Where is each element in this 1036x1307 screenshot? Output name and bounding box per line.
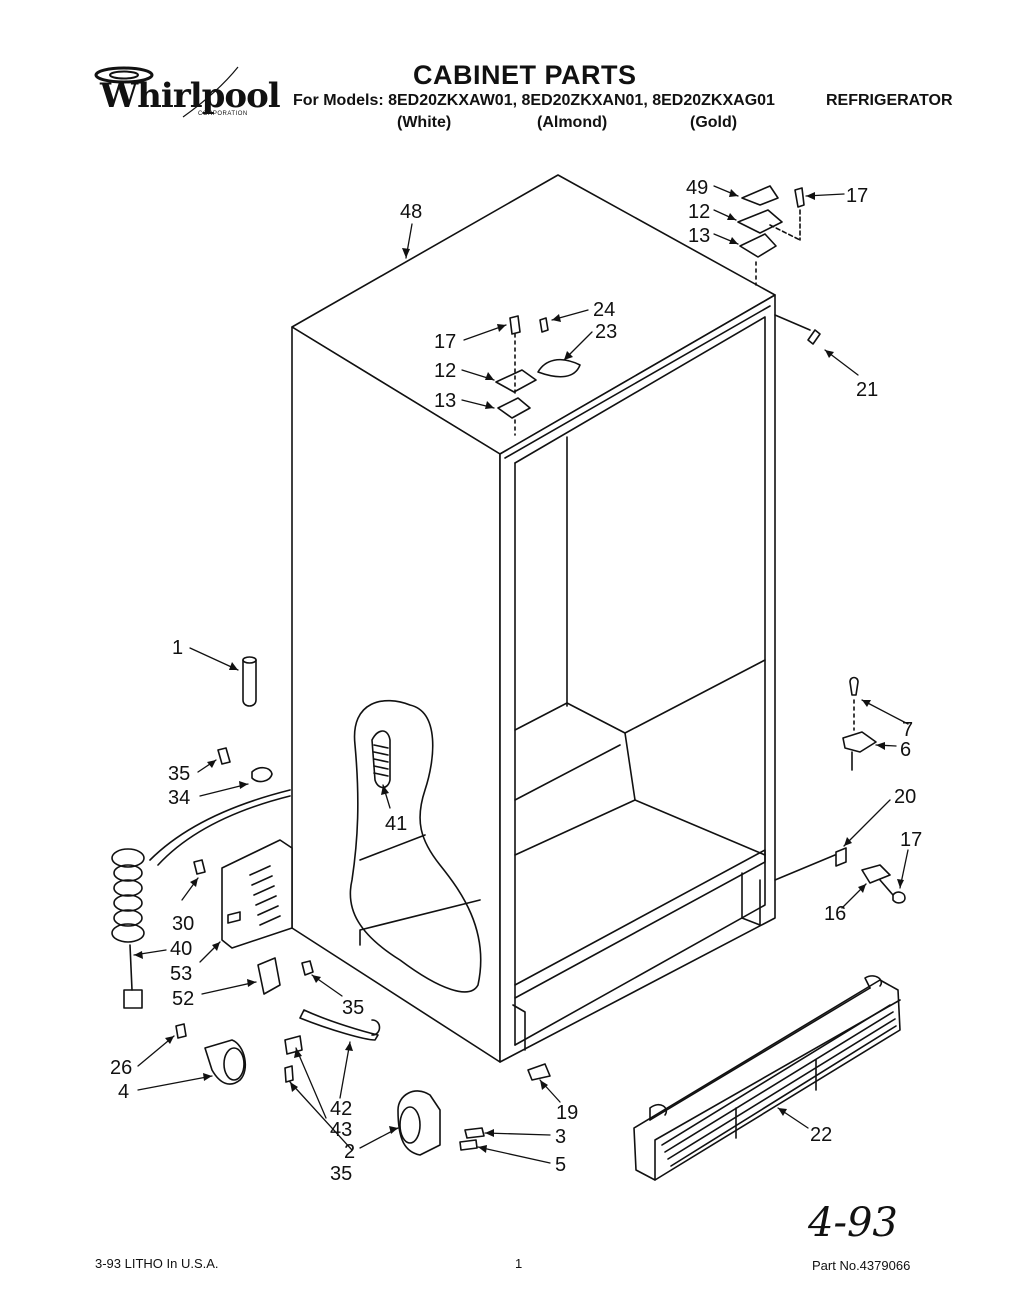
- color-almond: (Almond): [537, 114, 608, 131]
- callout-20: 20: [894, 786, 916, 808]
- foam-cutaway: [349, 699, 482, 993]
- top-right-hinge: [737, 185, 805, 286]
- part-21: [807, 329, 821, 345]
- litho-note: 3-93 LITHO In U.S.A.: [95, 1256, 219, 1271]
- center-hinge: [495, 315, 581, 436]
- callout-16: 16: [824, 903, 846, 925]
- arrowheads: [134, 189, 904, 1153]
- callout-41: 41: [385, 813, 407, 835]
- callout-12: 12: [434, 360, 456, 382]
- page-number: 1: [515, 1256, 523, 1271]
- callout-2: 2: [344, 1141, 355, 1163]
- callout-42: 42: [330, 1098, 352, 1120]
- drain-tube-42: [284, 1009, 381, 1083]
- callout-17: 17: [900, 829, 922, 851]
- color-gold: (Gold): [690, 114, 738, 131]
- callout-26: 26: [110, 1057, 132, 1079]
- callout-53: 53: [170, 963, 192, 985]
- power-cord-assembly: [111, 747, 291, 1009]
- logo-swirl-icon: [94, 66, 239, 118]
- callout-34: 34: [168, 787, 190, 809]
- callout-40: 40: [170, 938, 192, 960]
- callout-30: 30: [172, 913, 194, 935]
- callout-13: 13: [434, 390, 456, 412]
- callout-3: 3: [555, 1126, 566, 1148]
- callout-52: 52: [172, 988, 194, 1010]
- callout-35: 35: [330, 1163, 352, 1185]
- callout-49: 49: [686, 177, 708, 199]
- callout-17: 17: [434, 331, 456, 353]
- callout-23: 23: [595, 321, 617, 343]
- page-title: CABINET PARTS: [413, 60, 637, 90]
- callout-21: 21: [856, 379, 878, 401]
- callout-22: 22: [810, 1124, 832, 1146]
- callout-48: 48: [400, 201, 422, 223]
- color-white: (White): [397, 114, 452, 131]
- part-1-tube: [242, 656, 257, 707]
- callout-4: 4: [118, 1081, 129, 1103]
- callout-24: 24: [593, 299, 615, 321]
- callout-43: 43: [330, 1119, 352, 1141]
- callout-6: 6: [900, 739, 911, 761]
- callout-labels: 48 49 12 13 17 24 23 17 12 13 21 1 7 6 2…: [110, 177, 922, 1185]
- callout-35: 35: [168, 763, 190, 785]
- callout-7: 7: [902, 719, 913, 741]
- part-19: [527, 1063, 551, 1081]
- roller-assembly-4: [175, 1023, 247, 1085]
- roller-assembly-2: [397, 1090, 485, 1156]
- category-label: REFRIGERATOR: [826, 92, 953, 109]
- brand-name: Whirlpool: [100, 76, 281, 116]
- callout-35: 35: [342, 997, 364, 1019]
- parts-20-16-17: [835, 847, 906, 904]
- callout-12: 12: [688, 201, 710, 223]
- toe-grille-22: [633, 975, 901, 1181]
- part-number: Part No.4379066: [812, 1258, 911, 1273]
- models-line: For Models: 8ED20ZKXAW01, 8ED20ZKXAN01, …: [293, 92, 775, 109]
- callout-13: 13: [688, 225, 710, 247]
- handwritten-date: 4-93: [808, 1200, 898, 1246]
- relay-box: [193, 839, 293, 949]
- callout-5: 5: [555, 1154, 566, 1176]
- callout-17: 17: [846, 185, 868, 207]
- bottom-hinge-right: [842, 676, 877, 771]
- brand-sub: CORPORATION: [198, 111, 248, 117]
- callout-19: 19: [556, 1102, 578, 1124]
- brand-logo: Whirlpool CORPORATION: [88, 62, 281, 122]
- bracket-52: [257, 957, 314, 995]
- callout-1: 1: [172, 637, 183, 659]
